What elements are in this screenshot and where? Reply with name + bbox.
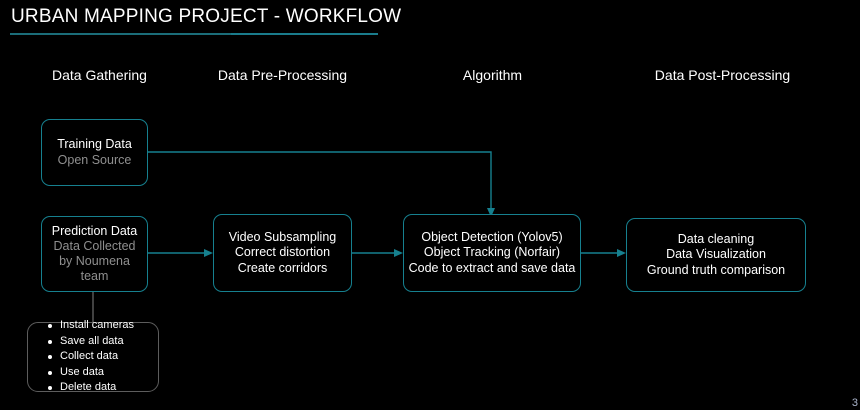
arrowhead-prediction-to-preprocessing: [204, 249, 213, 257]
node-prediction-data-subtitle-line-2: by Noumena: [59, 254, 130, 268]
list-item: Collect data: [48, 349, 134, 365]
node-preprocessing-line-1: Video Subsampling: [228, 230, 337, 245]
node-training-data[interactable]: Training Data Open Source: [41, 119, 148, 186]
arrowhead-preprocessing-to-algorithm: [394, 249, 403, 257]
node-training-data-title: Training Data: [57, 137, 132, 152]
list-item: Save all data: [48, 334, 134, 350]
node-prediction-data-subtitle-line-3: team: [80, 269, 109, 284]
list-item: Install cameras: [48, 318, 134, 334]
node-algorithm-line-2: Object Tracking (Norfair): [423, 245, 561, 260]
wire-training-to-algorithm: [148, 151, 492, 210]
node-algorithm-line-3: Code to extract and save data: [408, 260, 576, 275]
node-preprocessing-line-3: Create corridors: [237, 260, 328, 275]
node-postprocessing-line-3: Ground truth comparison: [646, 262, 786, 277]
column-header-data-pre-processing: Data Pre-Processing: [217, 67, 348, 83]
column-header-algorithm: Algorithm: [462, 67, 523, 83]
node-postprocessing-line-2: Data Visualization: [666, 247, 766, 262]
column-header-data-gathering: Data Gathering: [52, 67, 147, 83]
arrowhead-algorithm-to-postprocessing: [617, 249, 626, 257]
node-training-data-subtitle: Open Source: [57, 152, 132, 167]
node-postprocessing[interactable]: Data cleaning Data Visualization Ground …: [626, 218, 806, 292]
column-header-data-post-processing: Data Post-Processing: [654, 67, 791, 83]
list-item: Use data: [48, 365, 134, 381]
node-preprocessing[interactable]: Video Subsampling Correct distortion Cre…: [213, 214, 352, 292]
node-prediction-data[interactable]: Prediction Data Data Collected by Noumen…: [41, 216, 148, 292]
node-prediction-data-title: Prediction Data: [51, 223, 138, 238]
node-preprocessing-line-2: Correct distortion: [234, 245, 331, 260]
node-prediction-data-subtitle-line-1: Data Collected: [53, 238, 136, 253]
title-underline-rule: [10, 33, 378, 35]
node-algorithm-line-1: Object Detection (Yolov5): [421, 230, 563, 245]
checklist-list: Install cameras Save all data Collect da…: [34, 318, 134, 396]
node-checklist[interactable]: Install cameras Save all data Collect da…: [27, 319, 159, 393]
page-title: URBAN MAPPING PROJECT - WORKFLOW: [11, 6, 402, 27]
list-item: Delete data: [48, 380, 134, 396]
node-postprocessing-line-1: Data cleaning: [677, 232, 755, 247]
slide-number: 3: [851, 397, 858, 409]
node-algorithm[interactable]: Object Detection (Yolov5) Object Trackin…: [403, 214, 581, 292]
